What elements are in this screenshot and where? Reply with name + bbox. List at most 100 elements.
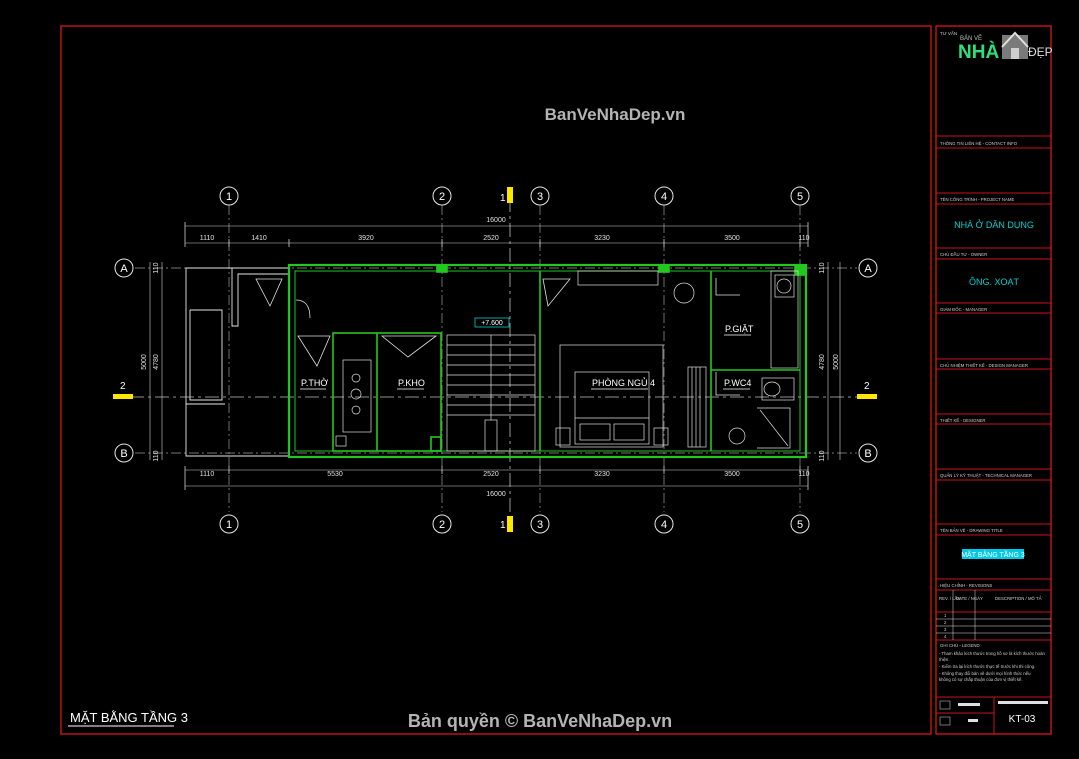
room-label-underlines xyxy=(300,334,751,390)
dim-left-0: 110 xyxy=(153,262,160,273)
tb-drawing-title: MẶT BẰNG TẦNG 3 xyxy=(961,549,1025,559)
bubble-right-A xyxy=(858,258,878,278)
room-labels: P.THỜ P.KHO PHÒNG NGỦ 4 P.GIẶT P.WC4 xyxy=(301,324,754,388)
bubble-top-5 xyxy=(790,186,810,206)
bubble-label-right-B: B xyxy=(864,448,871,460)
bubble-label-top-4: 4 xyxy=(661,191,667,203)
logo-small-text: BẢN VẼ xyxy=(960,35,982,42)
titleblock-labels: THÔNG TIN LIÊN HỆ - CONTACT INFO TÊN CÔN… xyxy=(939,141,1045,682)
tb-drawing-title-label: TÊN BẢN VẼ - DRAWING TITLE xyxy=(940,528,1003,533)
dim-left-2: 4780 xyxy=(153,354,160,370)
dim-right-1: 4780 xyxy=(819,354,826,370)
tb-design-manager-label: CHỦ NHIỆM THIẾT KẾ - DESIGN MANAGER xyxy=(940,363,1028,368)
section-flag-1-top xyxy=(507,187,513,203)
bubble-top-4 xyxy=(654,186,674,206)
tb-project-name: NHÀ Ở DÂN DỤNG xyxy=(954,219,1034,230)
tb-contact-label: THÔNG TIN LIÊN HỆ - CONTACT INFO xyxy=(940,141,1018,146)
outer-wall xyxy=(287,263,808,459)
logo-nha: NHÀ xyxy=(958,41,999,63)
dim-right-2: 5000 xyxy=(833,354,840,370)
tb-drawing-title-highlight xyxy=(962,549,1024,559)
tb-tech-manager-label: QUẢN LÝ KỸ THUẬT - TECHNICAL MANAGER xyxy=(940,473,1032,478)
bubble-label-left-A: A xyxy=(120,263,128,275)
dimension-ticks xyxy=(184,222,809,490)
dim-top-5: 3500 xyxy=(724,235,740,242)
tb-project-label: TÊN CÔNG TRÌNH - PROJECT NAME xyxy=(940,197,1014,202)
section-label-2-left: 2 xyxy=(120,381,126,392)
tb-note-0: - Tham khảo kích thước trong hồ sơ là kí… xyxy=(939,651,1045,656)
watermark-top: BanVeNhaDep.vn xyxy=(545,105,686,124)
dim-right-3: 110 xyxy=(819,450,826,461)
bubble-label-top-1: 1 xyxy=(226,191,232,203)
tb-note-2: - Kiểm tra lại kích thước thực tế trước … xyxy=(939,664,1035,669)
grid-bubble-labels: 1 2 3 4 5 1 2 3 4 5 A B A B xyxy=(120,191,872,531)
bubble-top-3 xyxy=(530,186,550,206)
tb-note-1: thiện. xyxy=(939,657,950,662)
tb-rev-col2: DATE / NGÀY xyxy=(956,596,983,601)
bubble-label-bot-4: 4 xyxy=(661,519,667,531)
bubble-bot-1 xyxy=(219,514,239,534)
dim-bot-3: 3230 xyxy=(594,471,610,478)
bubble-bot-5 xyxy=(790,514,810,534)
dim-top-0: 1110 xyxy=(200,235,215,242)
sheet-number-block: KT-03 xyxy=(936,697,1048,734)
logo: BẢN VẼ NHÀ ĐẸP TƯ VẤN xyxy=(940,30,1053,63)
dim-left-1: 5000 xyxy=(141,354,148,370)
tb-legend-label: GHI CHÚ - LEGEND xyxy=(940,643,980,648)
bed-furniture xyxy=(555,270,707,448)
tb-manager-label: GIÁM ĐỐC - MANAGER xyxy=(940,307,987,312)
dim-bot-0: 1110 xyxy=(200,471,215,478)
bubble-label-top-3: 3 xyxy=(537,191,543,203)
dim-bot-1: 5530 xyxy=(327,471,343,478)
room-label-tho: P.THỜ xyxy=(301,378,328,388)
dim-bot-2: 2520 xyxy=(483,471,499,478)
bubble-label-bot-5: 5 xyxy=(797,519,803,531)
section-flag-1-bot xyxy=(507,516,513,532)
doors xyxy=(255,278,740,396)
bubble-left-A xyxy=(114,258,134,278)
staircase xyxy=(446,334,536,452)
dim-top-3: 2520 xyxy=(483,235,499,242)
level-tag: +7.600 xyxy=(481,320,503,327)
bubble-label-left-B: B xyxy=(120,448,127,460)
bubble-label-right-A: A xyxy=(864,263,872,275)
tb-rev-3: 3 xyxy=(944,627,947,632)
bubble-bot-4 xyxy=(654,514,674,534)
balcony xyxy=(185,267,289,457)
tb-note-4: không có sự chấp thuận của đơn vị thiết … xyxy=(939,677,1023,682)
bubble-label-top-2: 2 xyxy=(439,191,445,203)
column-a2 xyxy=(436,264,448,273)
bubble-bot-2 xyxy=(432,514,452,534)
bubble-label-bot-1: 1 xyxy=(226,519,232,531)
tb-rev-4: 4 xyxy=(944,634,947,639)
exterior-walls xyxy=(287,263,808,459)
titleblock-dividers xyxy=(936,135,1051,698)
altar-furniture xyxy=(335,359,372,447)
bubble-label-bot-2: 2 xyxy=(439,519,445,531)
dim-bot-5: 110 xyxy=(798,471,809,478)
column-a5 xyxy=(794,264,807,276)
level-tag-box xyxy=(474,317,510,328)
section-markers: 1 1 2 2 xyxy=(113,187,877,532)
dim-right-0: 110 xyxy=(819,262,826,273)
dim-left-3: 110 xyxy=(153,450,160,461)
bubble-left-B xyxy=(114,443,134,463)
logo-dep: ĐẸP xyxy=(1028,45,1053,59)
dim-top-2: 3920 xyxy=(358,235,374,242)
bubble-right-B xyxy=(858,443,878,463)
interior-walls xyxy=(332,264,807,452)
tb-revision-label: HIỆU CHỈNH - REVISIONS xyxy=(940,583,992,588)
dimension-texts: 1110 1410 3920 2520 3230 3500 110 16000 … xyxy=(141,217,840,498)
bubble-bot-3 xyxy=(530,514,550,534)
dim-top-6: 110 xyxy=(798,235,809,242)
tb-rev-col3: DESCRIPTION / MÔ TẢ xyxy=(995,596,1042,601)
room-label-kho: P.KHO xyxy=(398,378,425,388)
wall-tho-kho-block xyxy=(332,332,442,452)
section-lines xyxy=(130,198,860,520)
tb-note-3: - Không thay đổi bản vẽ dưới mọi hình th… xyxy=(939,671,1031,676)
room-label-ngu4: PHÒNG NGỦ 4 xyxy=(592,377,655,388)
tb-owner-label: CHỦ ĐẦU TƯ - OWNER xyxy=(940,252,987,257)
dim-bot-total: 16000 xyxy=(486,491,506,498)
column-a4 xyxy=(658,264,670,273)
dim-top-4: 3230 xyxy=(594,235,610,242)
